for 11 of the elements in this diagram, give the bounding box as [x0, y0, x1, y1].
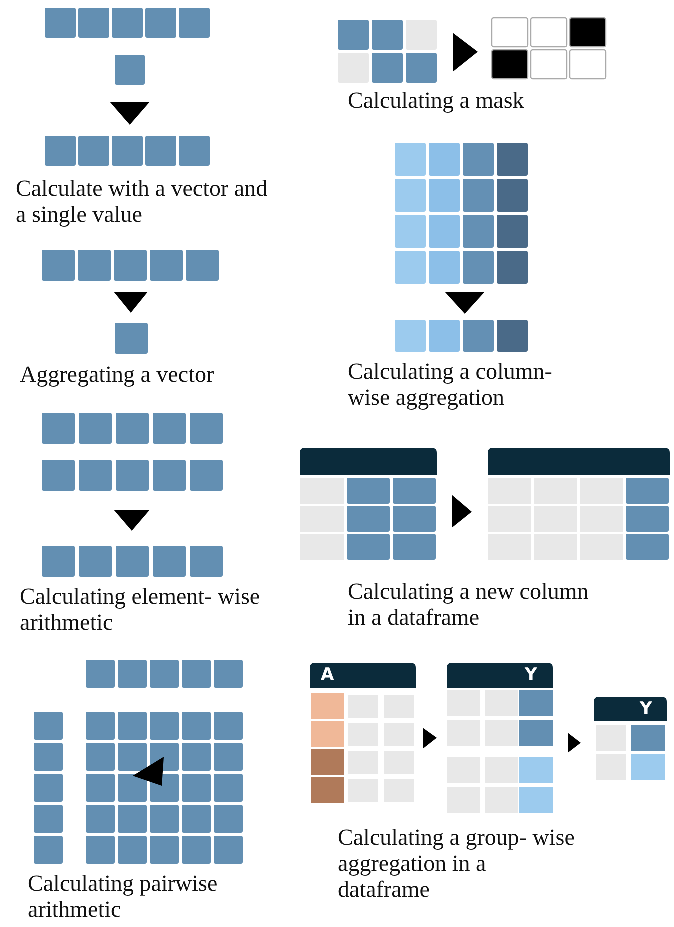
caption: Calculating a group- wise aggregation in a dataframe — [338, 825, 576, 903]
caption: Calculating a mask — [348, 88, 526, 114]
caption: Calculate with a vector and a single value — [16, 176, 269, 228]
caption: Aggregating a vector — [20, 362, 216, 388]
caption: Calculating pairwise arithmetic — [28, 871, 219, 923]
caption: Calculating a new column in a dataframe — [348, 579, 590, 631]
caption: Calculating a column- wise aggregation — [348, 359, 554, 411]
caption: Calculating element- wise arithmetic — [20, 584, 262, 636]
column-header-letter: Y — [640, 699, 652, 719]
column-header-letter: A — [321, 665, 334, 685]
column-header-letter: Y — [525, 665, 538, 685]
